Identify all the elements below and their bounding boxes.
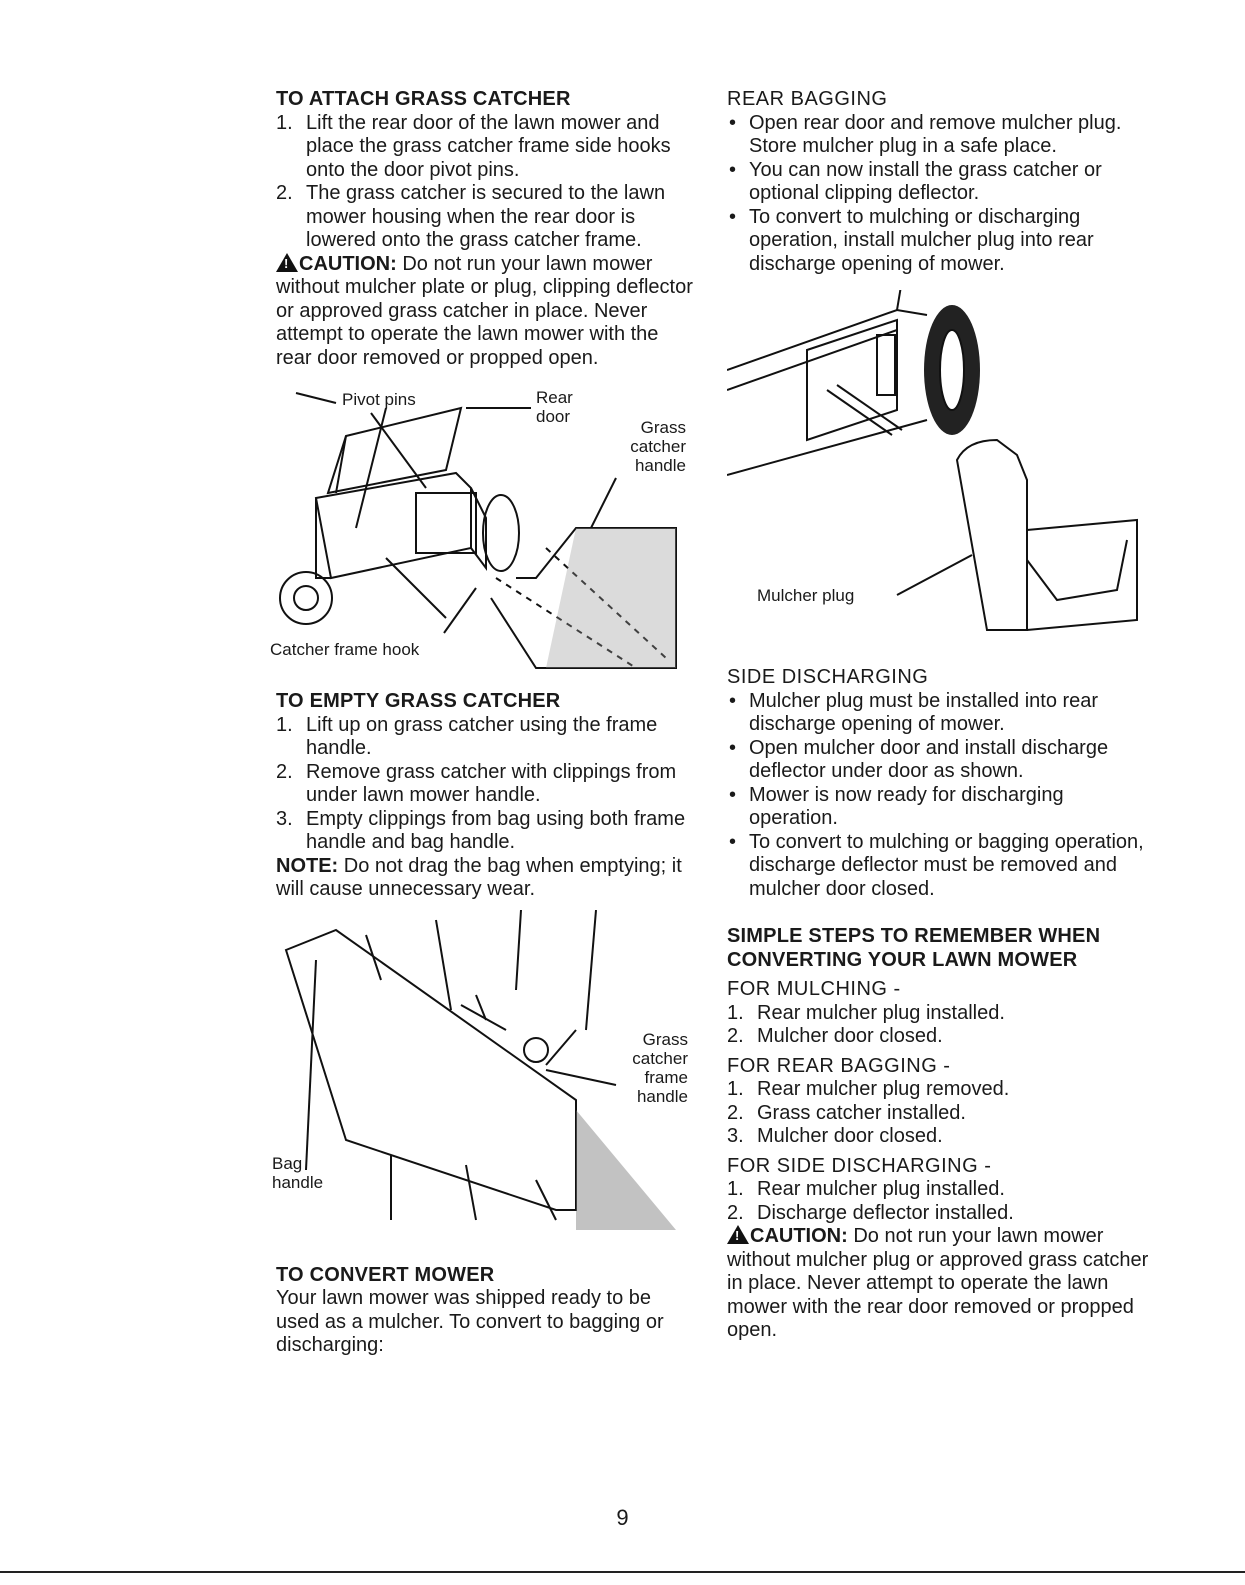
figure-empty-catcher: Grass catcher frame handle Bag handle [272,909,696,1250]
empty-steps: 1. Lift up on grass catcher using the fra… [276,714,696,855]
label-mulcher-plug: Mulcher plug [757,586,855,605]
list-item: 2. The grass catcher is secured to the la… [276,182,696,253]
step-number: 3. [727,1125,744,1147]
for-rear-bagging-heading: FOR REAR BAGGING - [727,1054,951,1077]
step-number: 1. [727,1178,744,1200]
list-item: 1. Rear mulcher plug installed. [727,1178,1157,1202]
step-number: 1. [727,1078,744,1100]
label-frame-handle: Grass catcher frame handle [632,1029,688,1106]
rear-bagging-bullets: Open rear door and remove mulcher plug. … [727,112,1157,277]
convert-text: Your lawn mower was shipped ready to be … [276,1287,664,1356]
list-item: To convert to mulching or discharging op… [727,206,1157,277]
note-text: Do not drag the bag when emptying; it wi… [276,854,682,901]
label-pivot-pins: Pivot pins [342,390,416,409]
list-item: 1. Lift up on grass catcher using the fra… [276,714,696,761]
convert-heading: TO CONVERT MOWER [276,1263,495,1286]
caution-label: CAUTION: [750,1225,848,1247]
step-number: 2. [276,182,293,204]
list-item: 2. Discharge deflector installed. [727,1202,1157,1226]
for-mulching-heading: FOR MULCHING - [727,978,901,1000]
step-number: 1. [276,111,293,134]
step-number: 2. [727,1101,744,1124]
mulching-steps: 1. Rear mulcher plug installed. 2. Mulcher… [727,1002,1157,1049]
list-item: 2. Grass catcher installed. [727,1102,1157,1126]
empty-note: NOTE: Do not drag the bag when emptying;… [276,855,696,902]
list-item: 2. Mulcher door closed. [727,1025,1157,1049]
caution-label: CAUTION: [299,252,397,275]
warning-icon [727,1225,749,1244]
list-item: 1. Rear mulcher plug installed. [727,1002,1157,1026]
for-side-discharging-heading: FOR SIDE DISCHARGING - [727,1154,992,1177]
attach-heading: TO ATTACH GRASS CATCHER [276,88,571,110]
note-label: NOTE: [276,854,339,877]
step-text: Grass catcher installed. [757,1101,966,1124]
step-text: Rear mulcher plug removed. [757,1078,1010,1100]
bottom-divider [0,1571,1245,1573]
step-text: Lift up on grass catcher using the frame… [306,713,658,760]
mulcher-plug-illustration [727,290,1138,631]
step-text: Mulcher door closed. [757,1125,943,1147]
step-number: 1. [276,713,293,736]
step-text: Empty clippings from bag using both fram… [306,807,686,854]
step-number: 2. [727,1201,744,1224]
right-column: REAR BAGGING Open rear door and remove m… [727,88,1157,1343]
attach-steps: 1. Lift the rear door of the lawn mower a… [276,112,696,253]
label-bag-handle: Bag handle [272,1153,324,1192]
label-catcher-frame-hook: Catcher frame hook [270,640,420,659]
list-item: 3. Mulcher door closed. [727,1125,1157,1149]
list-item: 1. Rear mulcher plug removed. [727,1078,1157,1102]
list-item: Open rear door and remove mulcher plug. … [727,112,1157,159]
step-number: 3. [276,807,293,830]
step-text: The grass catcher is secured to the lawn… [306,182,666,251]
list-item: Mulcher plug must be installed into rear… [727,690,1157,737]
step-text: Rear mulcher plug installed. [757,1178,1005,1200]
list-item: 2. Remove grass catcher with clippings fr… [276,761,696,808]
list-item: Mower is now ready for discharging opera… [727,784,1157,831]
warning-icon [276,252,298,272]
empty-heading: TO EMPTY GRASS CATCHER [276,690,561,712]
side-discharging-steps: 1. Rear mulcher plug installed. 2. Dischar… [727,1178,1157,1225]
simple-steps-heading: SIMPLE STEPS TO REMEMBER WHEN CONVERTING… [727,925,1101,971]
side-discharging-heading: SIDE DISCHARGING [727,666,929,688]
caution-text: Do not run your lawn mower without mulch… [276,252,693,369]
label-rear-door: Rear door [536,388,573,426]
step-text: Rear mulcher plug installed. [757,1001,1005,1024]
mower-rear-door-illustration [279,392,677,669]
step-text: Discharge deflector installed. [757,1201,1014,1224]
list-item: Open mulcher door and install discharge … [727,737,1157,784]
figure-attach-catcher: Pivot pins Rear door Grass catcher handl… [270,378,696,676]
step-text: Lift the rear door of the lawn mower and… [306,111,671,181]
attach-caution: CAUTION: Do not run your lawn mower with… [276,252,696,371]
simple-steps-caution: CAUTION: Do not run your lawn mower with… [727,1225,1157,1343]
list-item: 1. Lift the rear door of the lawn mower a… [276,112,696,183]
page-number: 9 [616,1505,629,1530]
step-text: Remove grass catcher with clippings from… [306,760,677,807]
left-column: TO ATTACH GRASS CATCHER 1. Lift the rear … [270,88,696,1358]
step-number: 1. [727,1001,744,1024]
rear-bagging-heading: REAR BAGGING [727,88,888,110]
caution-text: Do not run your lawn mower without mulch… [727,1225,1149,1341]
rear-bagging-steps: 1. Rear mulcher plug removed. 2. Grass cat… [727,1078,1157,1149]
side-discharging-bullets: Mulcher plug must be installed into rear… [727,690,1157,902]
step-number: 2. [276,760,293,783]
list-item: 3. Empty clippings from bag using both fr… [276,808,696,855]
list-item: You can now install the grass catcher or… [727,159,1157,206]
step-number: 2. [727,1025,744,1047]
list-item: To convert to mulching or bagging operat… [727,831,1157,902]
emptying-bag-illustration [284,909,676,1230]
step-text: Mulcher door closed. [757,1025,943,1047]
figure-mulcher-plug: Mulcher plug [727,290,1157,660]
label-grass-catcher-handle: Grass catcher handle [630,418,686,475]
